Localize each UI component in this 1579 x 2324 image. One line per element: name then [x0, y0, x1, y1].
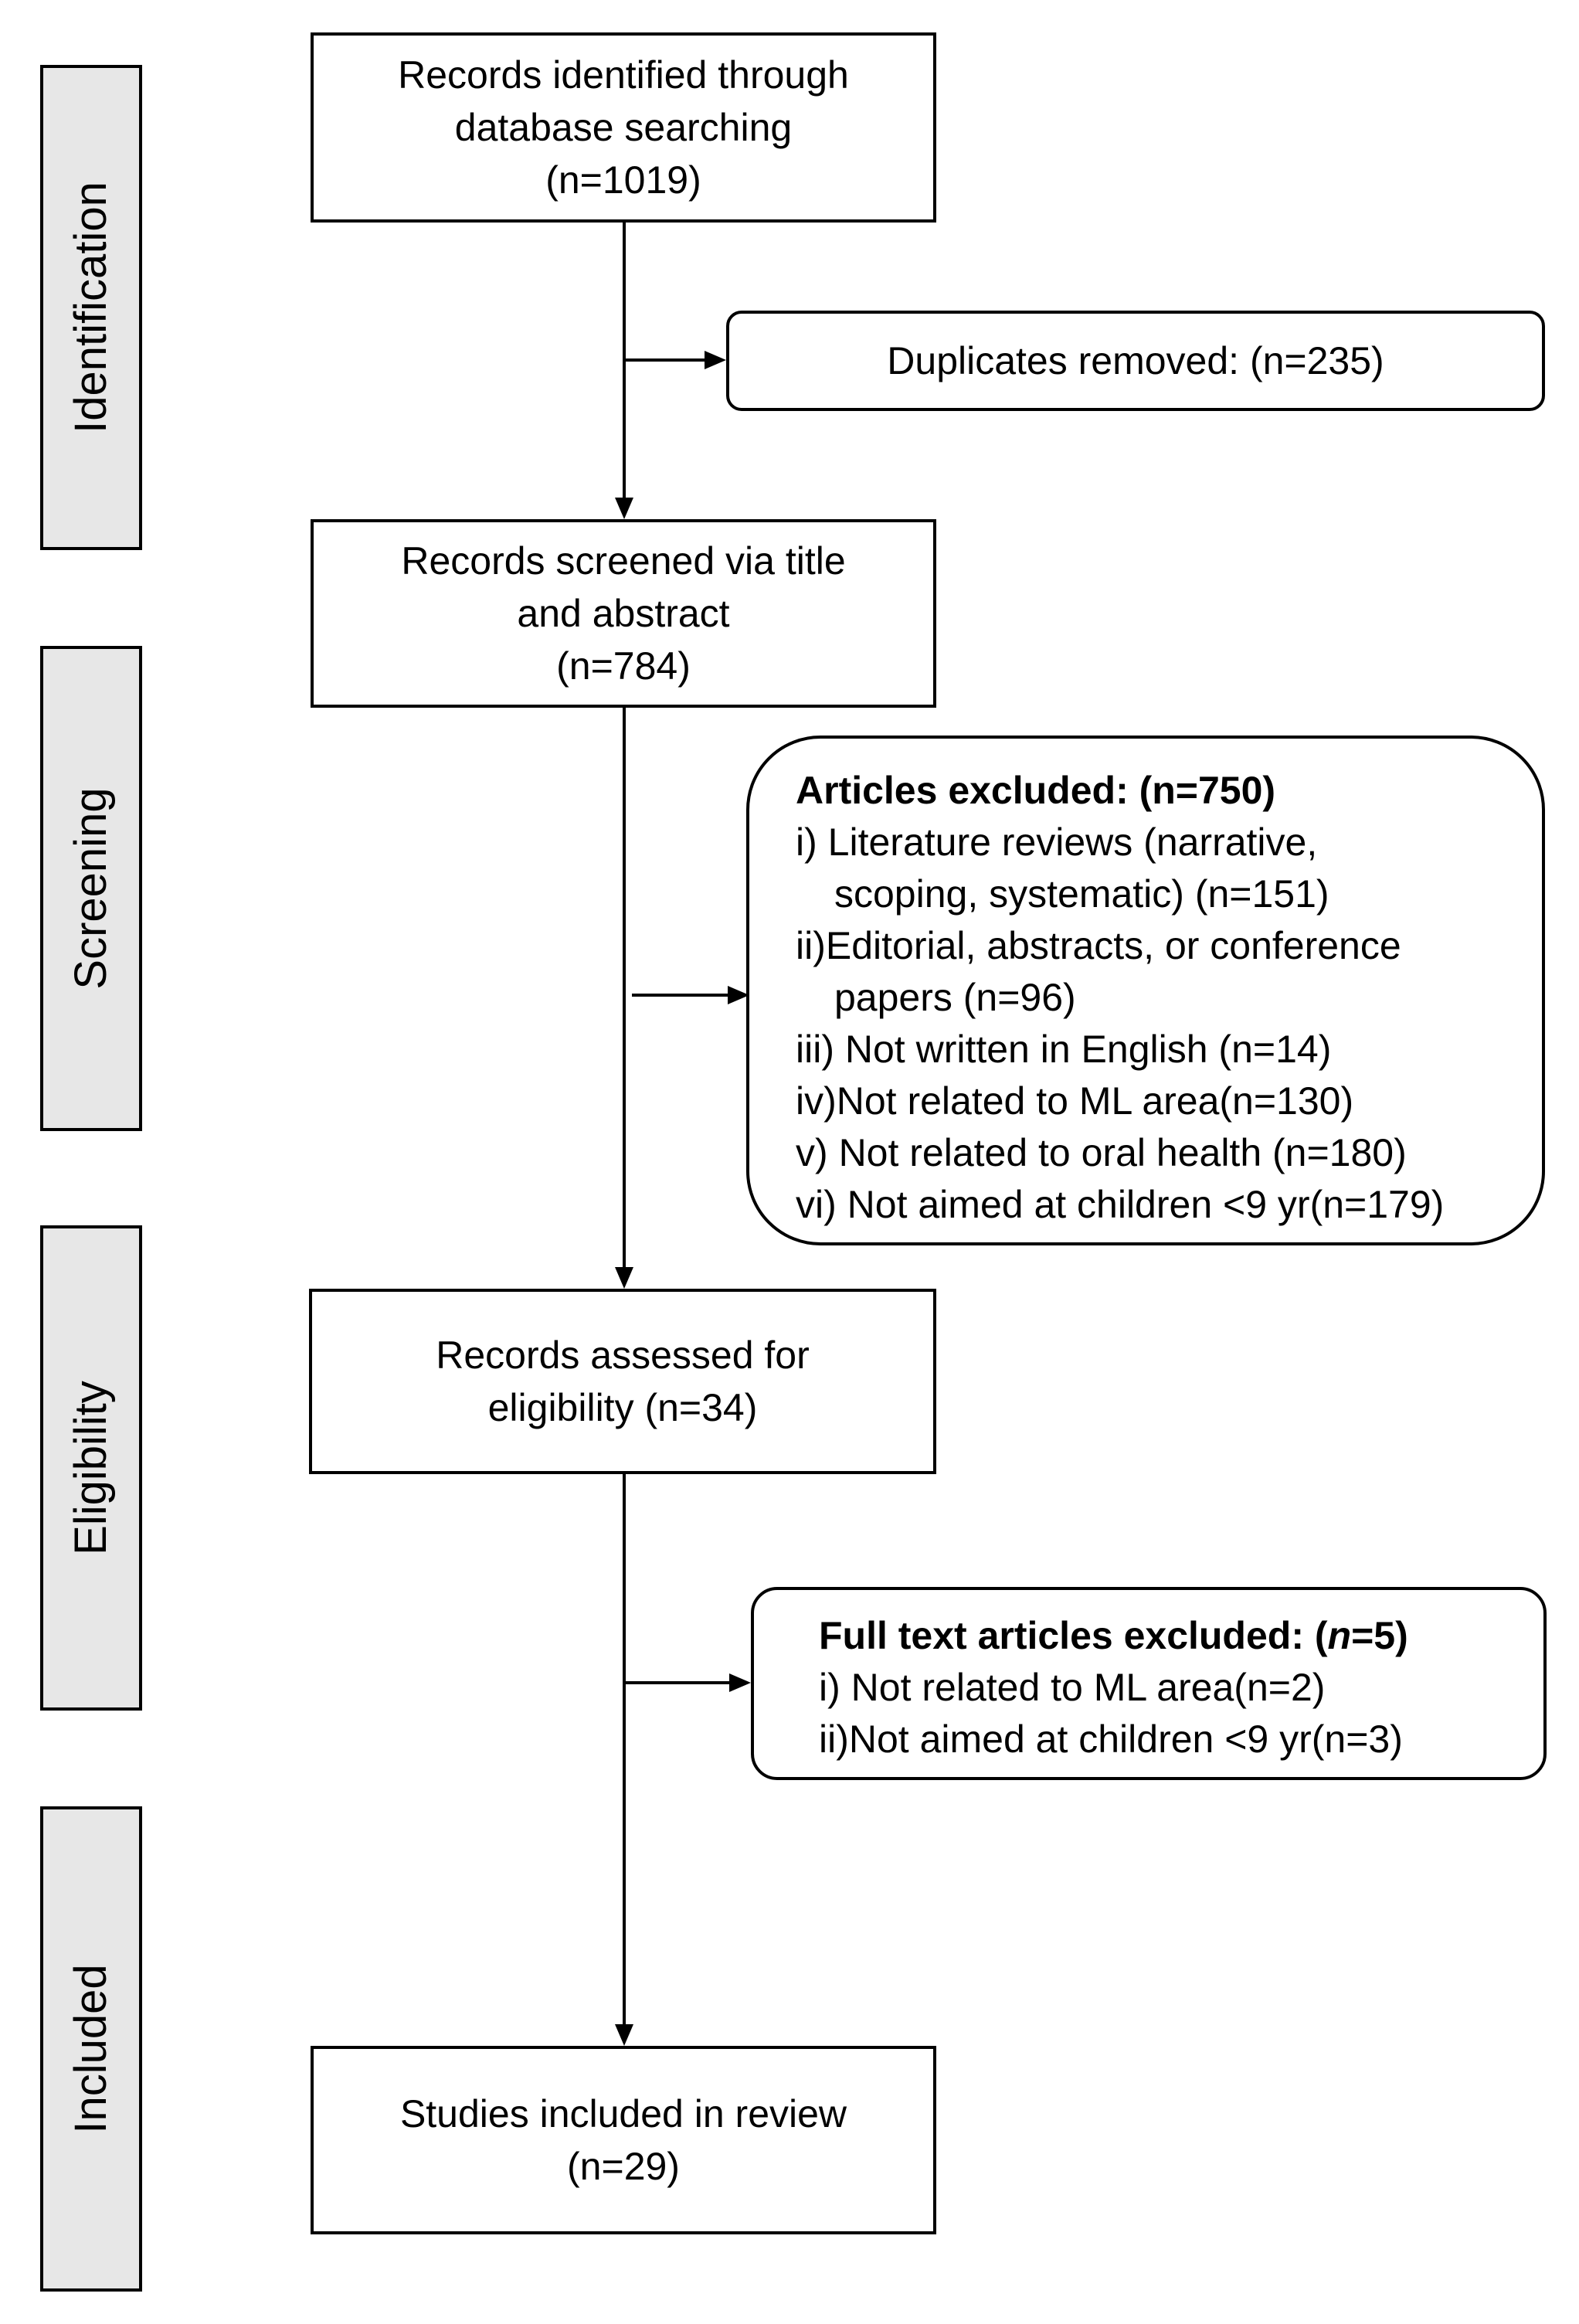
studies-included-line-1: Studies included in review: [399, 2092, 847, 2135]
exclusion-item-number: vi): [796, 1183, 837, 1226]
exclusion-item-number: v): [796, 1131, 828, 1174]
exclusion-item-number: ii): [796, 924, 826, 967]
exclusion-item: iii) Not written in English (n=14): [796, 1024, 1542, 1075]
arrowhead-to-duplicates: [705, 351, 726, 369]
records-screened-line-2: and abstract: [517, 592, 730, 635]
articles-excluded-box: Articles excluded: (n=750) i) Literature…: [746, 736, 1545, 1245]
exclusion-item-number: ii): [819, 1718, 849, 1761]
exclusion-item-number: i): [796, 821, 817, 864]
records-identified-box: Records identified through database sear…: [311, 32, 936, 223]
exclusion-item: iv)Not related to ML area(n=130): [796, 1075, 1542, 1127]
exclusion-item: ii)Editorial, abstracts, or conference: [796, 920, 1542, 972]
fulltext-excluded-title: Full text articles excluded: (n=5): [819, 1610, 1543, 1662]
exclusion-item-text: Not related to oral health (n=180): [838, 1131, 1407, 1174]
exclusion-item-continuation: scoping, systematic) (n=151): [834, 872, 1329, 916]
exclusion-item: v) Not related to oral health (n=180): [796, 1127, 1542, 1179]
articles-excluded-title: Articles excluded: (n=750): [796, 769, 1276, 812]
records-identified-line-2: database searching: [454, 106, 793, 149]
studies-included-box: Studies included in review (n=29): [311, 2046, 936, 2234]
arrowhead-to-assessed: [615, 1267, 633, 1289]
exclusion-item-text: Not aimed at children <9 yr(n=3): [848, 1718, 1403, 1761]
stage-identification: Identification: [40, 65, 142, 550]
stage-included: Included: [40, 1806, 142, 2292]
exclusion-item-continuation: papers (n=96): [834, 976, 1076, 1019]
exclusion-item-text: Editorial, abstracts, or conference: [825, 924, 1401, 967]
fulltext-title-prefix: Full text articles excluded: (: [819, 1614, 1328, 1657]
exclusion-item-text: Not related to ML area(n=2): [851, 1666, 1326, 1709]
records-identified-count: (n=1019): [545, 158, 701, 202]
fulltext-title-n: n: [1327, 1614, 1352, 1657]
duplicates-removed-text: Duplicates removed: (n=235): [887, 339, 1384, 382]
records-assessed-line-2: eligibility (n=34): [487, 1386, 758, 1429]
exclusion-item-number: iv): [796, 1079, 837, 1123]
fulltext-excluded-box: Full text articles excluded: (n=5) i) No…: [751, 1587, 1547, 1780]
duplicates-removed-box: Duplicates removed: (n=235): [726, 311, 1545, 411]
fulltext-exclusion-item: ii)Not aimed at children <9 yr(n=3): [819, 1714, 1543, 1765]
exclusion-item-text: Not aimed at children <9 yr(n=179): [847, 1183, 1445, 1226]
records-assessed-box: Records assessed for eligibility (n=34): [309, 1289, 936, 1474]
arrowhead-to-included: [615, 2024, 633, 2046]
records-assessed-line-1: Records assessed for: [436, 1334, 810, 1377]
arrowhead-to-fulltext: [729, 1673, 751, 1692]
records-screened-box: Records screened via title and abstract …: [311, 519, 936, 708]
records-screened-line-1: Records screened via title: [401, 539, 846, 583]
arrowhead-to-screened: [615, 498, 633, 519]
exclusion-item: i) Literature reviews (narrative,: [796, 817, 1542, 868]
studies-included-count: (n=29): [567, 2145, 680, 2188]
stage-screening: Screening: [40, 646, 142, 1131]
stage-eligibility: Eligibility: [40, 1225, 142, 1711]
fulltext-title-suffix: =5): [1351, 1614, 1408, 1657]
exclusion-item-text: Not written in English (n=14): [844, 1028, 1332, 1071]
exclusion-item-number: i): [819, 1666, 840, 1709]
exclusion-item-text: Not related to ML area(n=130): [836, 1079, 1354, 1123]
exclusion-item-number: iii): [796, 1028, 834, 1071]
records-screened-count: (n=784): [556, 644, 691, 688]
arrowhead-to-excluded: [728, 986, 749, 1004]
fulltext-exclusion-item: i) Not related to ML area(n=2): [819, 1662, 1543, 1714]
exclusion-item-text: Literature reviews (narrative,: [827, 821, 1318, 864]
records-identified-line-1: Records identified through: [398, 53, 849, 97]
exclusion-item: vi) Not aimed at children <9 yr(n=179): [796, 1179, 1542, 1231]
